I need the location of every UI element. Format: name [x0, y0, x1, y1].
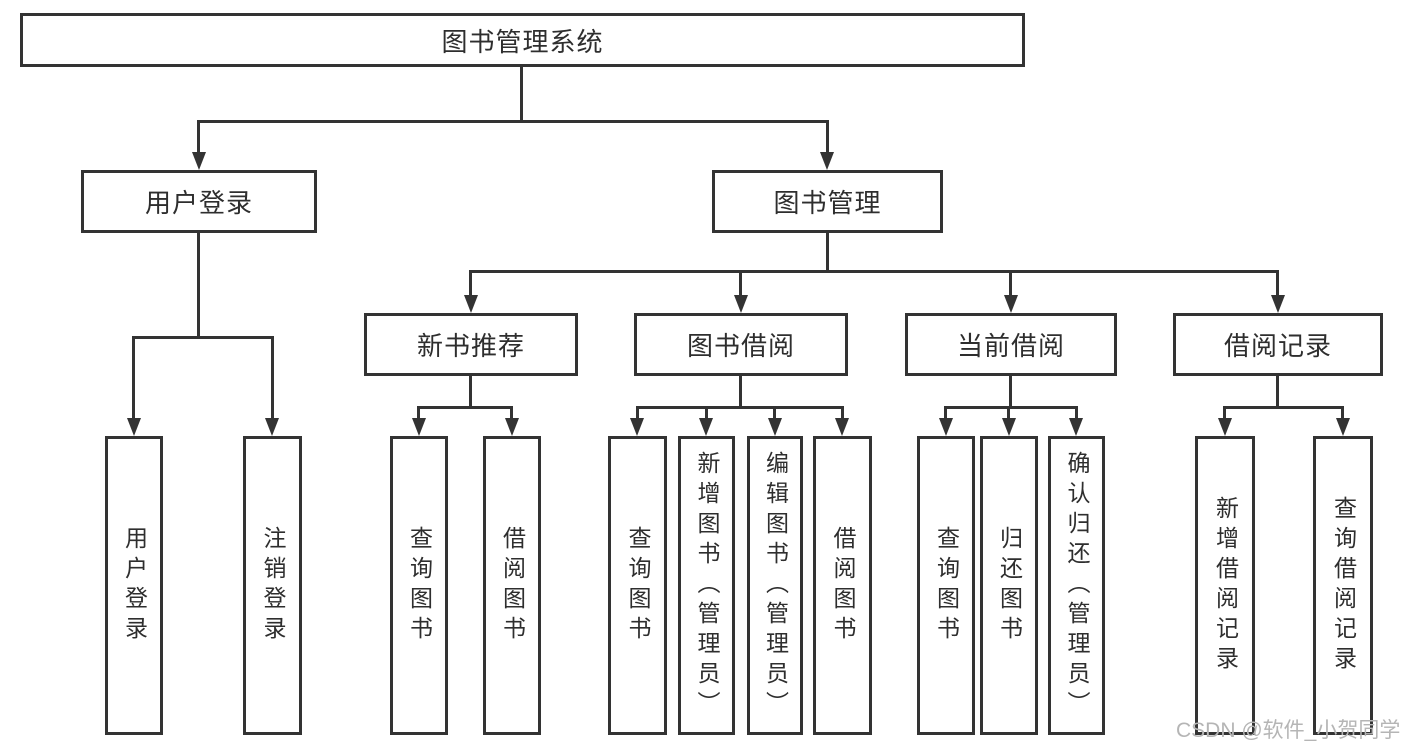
- node-label: 借阅记录: [1223, 331, 1332, 361]
- arrowhead-down: [127, 418, 141, 436]
- connector-line: [419, 406, 512, 409]
- connector-line: [826, 120, 829, 155]
- arrowhead-down: [1271, 295, 1285, 313]
- connector-line: [133, 336, 273, 339]
- node-label: 确认归还（管理员）: [1064, 450, 1090, 721]
- node-label: 用户登录: [144, 188, 253, 218]
- node-label: 借阅图书: [830, 525, 856, 646]
- node-current-borrowing: 当前借阅: [905, 313, 1117, 376]
- arrowhead-down: [820, 152, 834, 170]
- connector-line: [1009, 270, 1012, 297]
- arrowhead-down: [265, 418, 279, 436]
- node-book-borrowing: 图书借阅: [634, 313, 848, 376]
- connector-line: [944, 406, 947, 420]
- connector-line: [1007, 406, 1010, 420]
- connector-line: [1009, 376, 1012, 406]
- arrowhead-down: [192, 152, 206, 170]
- node-label: 当前借阅: [956, 331, 1065, 361]
- arrowhead-down: [412, 418, 426, 436]
- connector-line: [197, 120, 200, 155]
- leaf-query-books-borrowing: 查询图书: [608, 436, 667, 735]
- arrowhead-down: [939, 418, 953, 436]
- connector-line: [197, 233, 200, 336]
- connector-line: [1075, 406, 1078, 420]
- arrowhead-down: [1069, 418, 1083, 436]
- node-label: 编辑图书（管理员）: [762, 450, 789, 721]
- node-label: 查询图书: [406, 525, 433, 646]
- connector-line: [198, 120, 829, 123]
- leaf-borrow-books-borrowing: 借阅图书: [813, 436, 872, 735]
- connector-line: [826, 233, 829, 270]
- connector-line: [1223, 406, 1226, 420]
- watermark: CSDN @软件_小贺同学: [1176, 719, 1401, 742]
- connector-line: [470, 270, 1278, 273]
- arrowhead-down: [699, 418, 713, 436]
- node-user-login: 用户登录: [81, 170, 317, 233]
- leaf-edit-book-admin: 编辑图书（管理员）: [747, 436, 803, 735]
- node-library-management-system: 图书管理系统: [20, 13, 1025, 67]
- node-label: 图书管理系统: [441, 26, 604, 57]
- connector-line: [739, 270, 742, 297]
- node-label: 借阅图书: [499, 525, 526, 646]
- connector-line: [946, 406, 1077, 409]
- connector-line: [1276, 270, 1279, 297]
- leaf-query-borrow-record: 查询借阅记录: [1313, 436, 1373, 735]
- leaf-return-book: 归还图书: [980, 436, 1038, 735]
- connector-line: [1225, 406, 1343, 409]
- node-label: 图书管理: [773, 188, 882, 218]
- node-book-management: 图书管理: [712, 170, 943, 233]
- arrowhead-down: [1004, 295, 1018, 313]
- arrowhead-down: [835, 418, 849, 436]
- connector-line: [271, 336, 274, 420]
- node-label: 图书借阅: [686, 331, 795, 361]
- node-label: 新增借阅记录: [1212, 495, 1239, 676]
- connector-line: [510, 406, 513, 420]
- arrowhead-down: [630, 418, 644, 436]
- leaf-confirm-return-admin: 确认归还（管理员）: [1048, 436, 1105, 735]
- connector-line: [637, 406, 843, 409]
- leaf-query-books-current: 查询图书: [917, 436, 975, 735]
- connector-line: [469, 376, 472, 406]
- connector-line: [469, 270, 472, 297]
- arrowhead-down: [734, 295, 748, 313]
- node-label: 新增图书（管理员）: [694, 450, 720, 721]
- connector-line: [705, 406, 708, 420]
- node-label: 查询图书: [625, 525, 651, 646]
- leaf-query-books-recommend: 查询图书: [390, 436, 448, 735]
- arrowhead-down: [1336, 418, 1350, 436]
- arrowhead-down: [1002, 418, 1016, 436]
- connector-line: [773, 406, 776, 420]
- node-new-book-recommend: 新书推荐: [364, 313, 578, 376]
- arrowhead-down: [464, 295, 478, 313]
- connector-line: [417, 406, 420, 420]
- connector-line: [841, 406, 844, 420]
- connector-line: [739, 376, 742, 406]
- node-label: 注销登录: [260, 525, 286, 646]
- node-label: 用户登录: [121, 525, 148, 646]
- connector-line: [1341, 406, 1344, 420]
- node-label: 查询图书: [933, 525, 960, 646]
- connector-line: [636, 406, 639, 420]
- connector-line: [1276, 376, 1279, 406]
- connector-line: [132, 336, 135, 420]
- arrowhead-down: [505, 418, 519, 436]
- node-label: 归还图书: [996, 525, 1023, 646]
- leaf-add-book-admin: 新增图书（管理员）: [678, 436, 735, 735]
- node-borrowing-records: 借阅记录: [1173, 313, 1383, 376]
- leaf-user-login: 用户登录: [105, 436, 163, 735]
- leaf-logout: 注销登录: [243, 436, 302, 735]
- leaf-borrow-books-recommend: 借阅图书: [483, 436, 541, 735]
- arrowhead-down: [768, 418, 782, 436]
- node-label: 新书推荐: [416, 331, 525, 361]
- connector-line: [520, 67, 523, 120]
- node-label: 查询借阅记录: [1330, 495, 1357, 676]
- leaf-add-borrow-record: 新增借阅记录: [1195, 436, 1255, 735]
- arrowhead-down: [1218, 418, 1232, 436]
